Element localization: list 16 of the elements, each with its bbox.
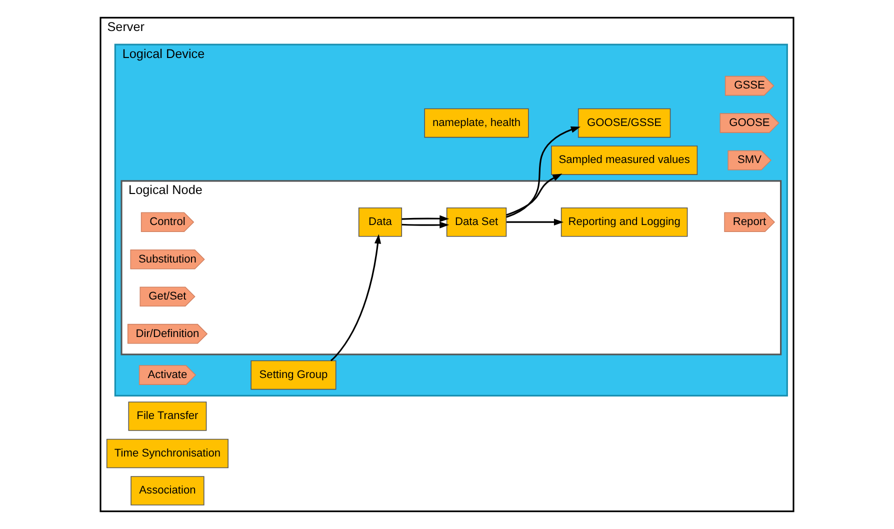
arrow xyxy=(506,218,564,226)
arrow xyxy=(506,126,581,218)
arrow xyxy=(402,222,450,228)
arrow xyxy=(330,234,382,362)
node-box: GOOSE/GSSE xyxy=(578,108,671,138)
node-box: Association xyxy=(130,476,204,506)
node-box: Time Synchronisation xyxy=(106,438,228,468)
arrow xyxy=(506,174,562,216)
node-box: Data Set xyxy=(446,207,507,237)
node-box: Data xyxy=(358,207,402,237)
node-box: File Transfer xyxy=(128,402,207,431)
node-box: Sampled measured values xyxy=(551,146,698,175)
node-box: nameplate, health xyxy=(424,108,529,138)
node-box: Reporting and Logging xyxy=(560,207,688,237)
arrow xyxy=(402,215,450,222)
node-box: Setting Group xyxy=(250,360,336,390)
